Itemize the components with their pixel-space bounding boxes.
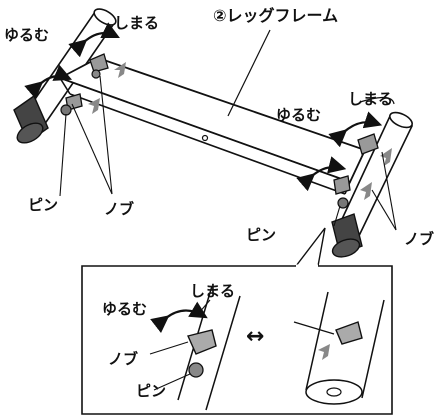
knob-label-right: ノブ [404, 230, 435, 248]
pin-label-right: ピン [246, 226, 277, 244]
inset-tighten-label: しまる [190, 282, 236, 300]
knob-label-left: ノブ [104, 200, 135, 218]
rotation-arrows [24, 22, 395, 192]
tighten-label-right: しまる [348, 90, 394, 108]
tighten-label-left: しまる [114, 14, 160, 32]
inset-pin-label: ピン [136, 382, 167, 400]
inset-right-tube [293, 291, 385, 405]
right-upright-tube [331, 111, 414, 258]
diagram-title: ②レッグフレーム [213, 6, 339, 25]
loosen-label-left: ゆるむ [4, 26, 50, 44]
inset-left-tube [150, 285, 241, 411]
pin-label-left: ピン [28, 196, 59, 214]
inset-leader-lines [149, 299, 211, 391]
leader-lines [59, 75, 397, 231]
inset-knob-label: ノブ [108, 350, 139, 368]
inset-loosen-label: ゆるむ [102, 300, 148, 318]
loosen-label-right: ゆるむ [276, 106, 322, 124]
double-arrow-icon: ↔ [246, 324, 265, 349]
